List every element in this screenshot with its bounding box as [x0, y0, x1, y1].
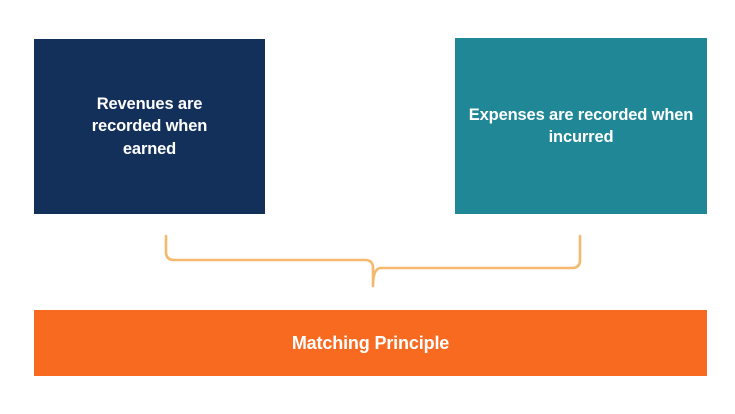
revenue-node-label: Revenues are recorded when earned [91, 95, 208, 158]
matching-principle-label: Matching Principle [291, 332, 450, 353]
curly-brace-connector-icon [164, 234, 582, 288]
expense-node-label: Expenses are recorded when incurred [468, 105, 694, 146]
matching-principle-node[interactable]: Matching Principle [34, 310, 707, 376]
expense-node[interactable]: Expenses are recorded when incurred [455, 38, 707, 214]
revenue-node[interactable]: Revenues are recorded when earned [34, 39, 265, 214]
